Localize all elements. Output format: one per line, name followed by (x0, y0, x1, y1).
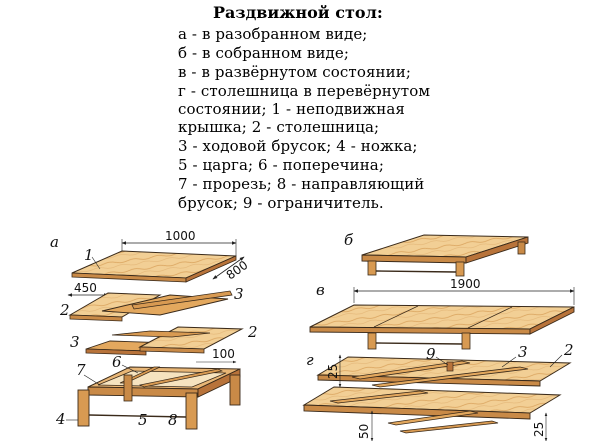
caption-title: Раздвижной стол: (213, 3, 383, 22)
dim-25-right: 25 (532, 422, 546, 437)
caption-line-10: брусок; 9 - ограничитель. (178, 194, 384, 212)
part-num-3a: 3 (234, 285, 244, 303)
part-num-2b: 2 (247, 323, 258, 341)
view-v: в 1900 (309, 277, 575, 350)
part-base-frame (77, 366, 241, 430)
dim-450: 450 (74, 281, 97, 295)
dim-line-800 (212, 256, 245, 280)
part-num-5: 5 (138, 411, 148, 429)
part-num-7: 7 (76, 361, 86, 379)
part-num-2a: 2 (59, 301, 70, 319)
part-num-1: 1 (84, 246, 94, 264)
dim-1900: 1900 (450, 277, 481, 291)
caption-line-5: состоянии; 1 - неподвижная (178, 100, 405, 118)
caption-line-a: а - в разобранном виде; (178, 25, 368, 43)
part-tabletop-b (111, 326, 244, 354)
caption-line-6: крышка; 2 - столешница; (178, 118, 380, 136)
part-num-4: 4 (55, 410, 66, 428)
view-label-g: г (306, 351, 314, 369)
caption-block: Раздвижной стол: а - в разобранном виде;… (0, 0, 600, 215)
dim-100: 100 (212, 347, 235, 361)
part-runner-a (101, 290, 233, 316)
part-num-9: 9 (426, 345, 436, 363)
dim-1000: 1000 (165, 229, 196, 243)
caption-line-8: 5 - царга; 6 - поперечина; (178, 156, 385, 174)
caption-line-b: б - в собранном виде; (178, 44, 350, 62)
caption-line-9: 7 - прорезь; 8 - направляющий (178, 175, 425, 193)
part-num-3b: 3 (70, 333, 80, 351)
view-b: б (344, 231, 529, 277)
part-tabletop-a (68, 292, 162, 322)
dim-25-top: 25 (326, 364, 340, 379)
part-num-8: 8 (168, 411, 178, 429)
part-num-3g: 3 (518, 343, 528, 361)
caption-line-7: 3 - ходовой брусок; 4 - ножка; (178, 137, 418, 155)
view-label-a: а (50, 233, 59, 251)
caption-line-v: в - в развёрнутом состоянии; (178, 63, 411, 81)
view-label-b: б (344, 231, 354, 249)
dim-50: 50 (357, 424, 371, 439)
part-num-6: 6 (112, 353, 122, 371)
table-drawing: а 1000 800 1 450 2 3 (50, 229, 575, 441)
view-label-v: в (316, 281, 325, 299)
part-fixed-top (71, 250, 237, 283)
caption-line-g: г - столешница в перевёрнутом (178, 82, 431, 100)
view-g: г 9 3 2 25 50 25 (302, 341, 574, 441)
view-a: а 1000 800 1 450 2 3 (50, 229, 258, 430)
part-num-2g: 2 (563, 341, 574, 359)
